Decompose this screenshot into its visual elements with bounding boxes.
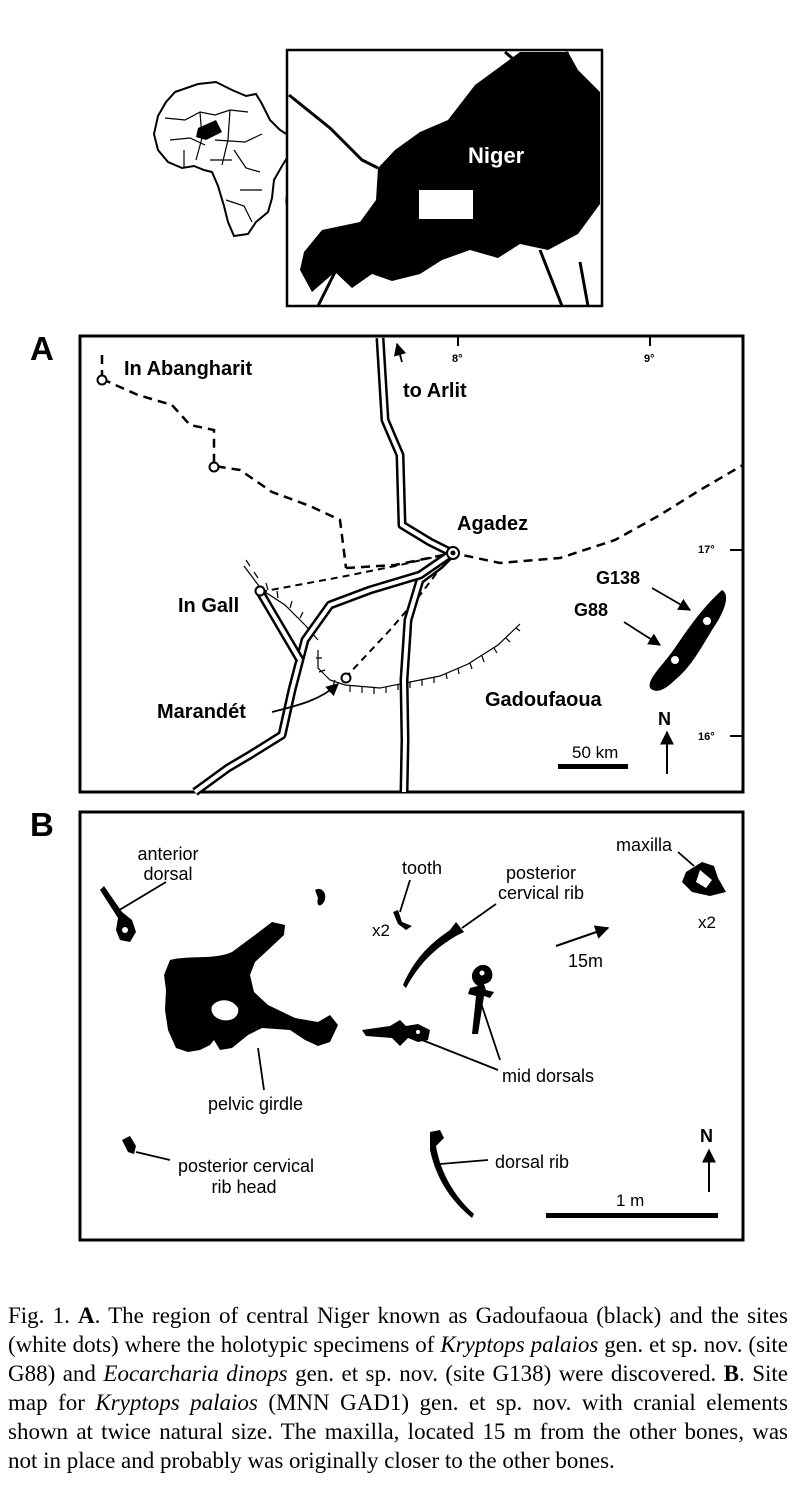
mid-dorsal-bone-1 (362, 1020, 430, 1046)
panel-b: B (30, 806, 745, 1242)
caption-species-1: Kryptops palaios (440, 1332, 599, 1357)
label-cervical-rib: cervical rib (498, 883, 584, 903)
caption-species-2: Eocarcharia dinops (103, 1361, 288, 1386)
in-abangharit-dot (96, 374, 108, 386)
site-g88-dot (671, 656, 679, 664)
panel-a: A 8° 9° 17° 16° (30, 330, 745, 796)
gadoufaoua-outcrop (649, 590, 727, 691)
longitude-9: 9° (644, 353, 655, 365)
scale-bar-a (558, 764, 628, 769)
longitude-8: 8° (452, 353, 463, 365)
niger-locator-highlight (196, 120, 222, 140)
label-tooth-x2: x2 (372, 921, 390, 940)
caption-a: A (78, 1303, 95, 1328)
label-in-abangharit: In Abangharit (124, 358, 252, 380)
caption-species-3: Kryptops palaios (95, 1390, 258, 1415)
direction-arrow-15m (555, 925, 610, 947)
north-label-a: N (658, 709, 671, 729)
caption-t2: gen. et sp. nov. (site G88) and (8, 1332, 789, 1386)
caption-b: B (723, 1361, 740, 1386)
africa-outline (152, 80, 298, 238)
tooth-bone (393, 910, 412, 930)
label-gadoufaoua: Gadoufaoua (485, 689, 603, 711)
caption-t5: (MNN GAD1) gen. et sp. nov. with cranial… (8, 1390, 788, 1473)
label-mid-dorsals: mid dorsals (502, 1066, 594, 1086)
latitude-16: 16° (698, 731, 715, 743)
label-g88: G88 (574, 600, 608, 620)
label-agadez: Agadez (457, 513, 528, 535)
small-fragment (315, 888, 326, 906)
in-gall-dot (254, 585, 266, 597)
figure-canvas: Niger A 8° 9° 17° 16° (30, 48, 745, 1242)
label-dorsal: dorsal (143, 864, 192, 884)
figure-caption: Fig. 1. A. The region of central Niger k… (8, 1301, 788, 1475)
niger-label: Niger (468, 143, 525, 168)
label-15m: 15m (568, 951, 603, 971)
waypoint-dot (208, 461, 220, 473)
study-area-box (419, 190, 473, 219)
label-marandet: Marandét (157, 701, 246, 723)
panel-b-letter: B (30, 806, 54, 843)
scale-bar-b (546, 1213, 718, 1218)
label-g138: G138 (596, 568, 640, 588)
label-posterior: posterior (506, 863, 576, 883)
label-anterior: anterior (137, 844, 198, 864)
label-to-arlit: to Arlit (403, 380, 467, 402)
label-in-gall: In Gall (178, 595, 239, 617)
niger-inset: Niger (285, 48, 604, 308)
caption-t4: . Site map for (8, 1361, 789, 1415)
panel-a-letter: A (30, 330, 54, 367)
mid-dorsal-bone-2 (468, 964, 494, 1034)
caption-fig: Fig. 1. (8, 1303, 70, 1328)
dorsal-rib-bone (430, 1130, 474, 1218)
site-g138-dot (703, 617, 711, 625)
pelvic-girdle-bone (164, 922, 338, 1052)
caption-t1: . The region of central Niger known as G… (8, 1303, 788, 1357)
label-rib-head-1: posterior cervical (178, 1156, 314, 1176)
label-maxilla-x2: x2 (698, 913, 716, 932)
scale-label-a: 50 km (572, 743, 618, 762)
marandet-dot (340, 672, 352, 684)
posterior-cervical-rib-bone (403, 922, 464, 988)
label-maxilla: maxilla (616, 835, 673, 855)
rib-head-bone (122, 1136, 136, 1154)
north-label-b: N (700, 1126, 713, 1146)
label-rib-head-2: rib head (211, 1177, 276, 1197)
label-dorsal-rib: dorsal rib (495, 1152, 569, 1172)
label-pelvic-girdle: pelvic girdle (208, 1094, 303, 1114)
scale-label-b: 1 m (616, 1191, 644, 1210)
latitude-17: 17° (698, 544, 715, 556)
label-tooth: tooth (402, 858, 442, 878)
caption-t3: gen. et sp. nov. (site G138) were discov… (287, 1361, 724, 1386)
